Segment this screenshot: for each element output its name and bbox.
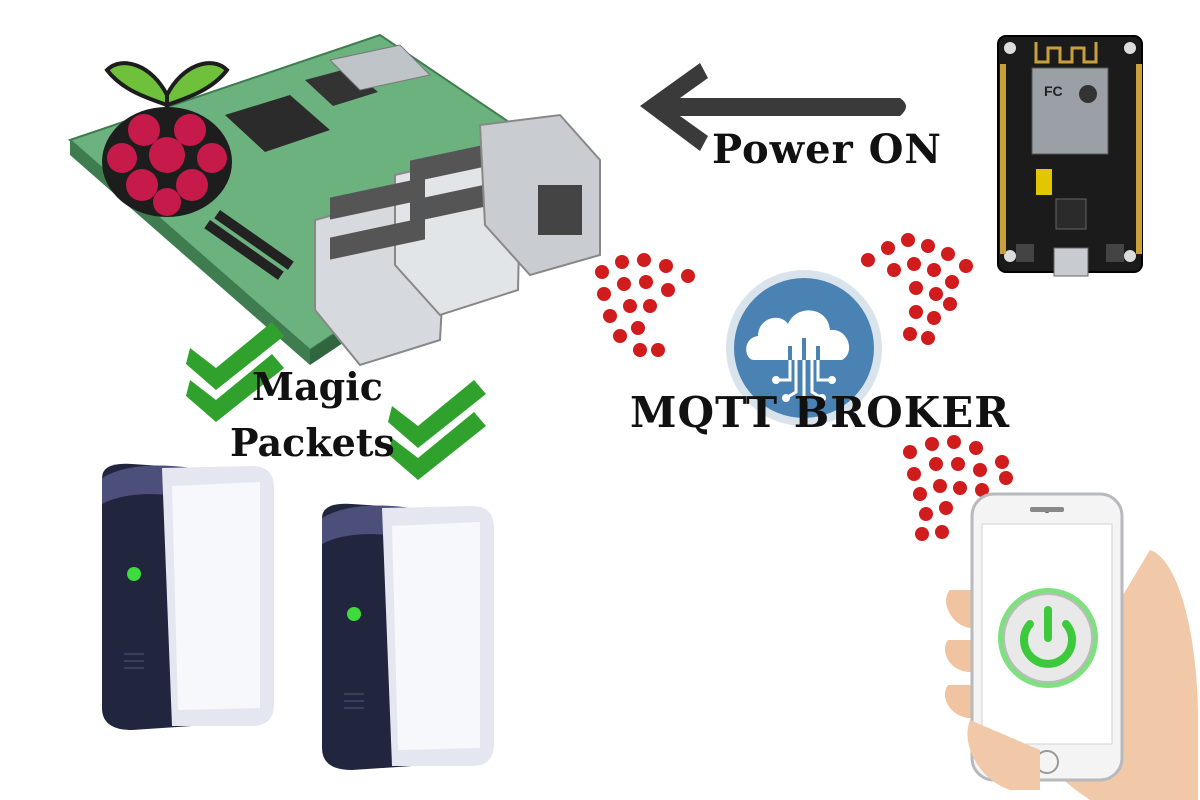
green-check-icon <box>186 322 284 422</box>
magic-packets-label-line1: Magic <box>252 364 383 409</box>
cloud-broker-icon <box>726 270 882 426</box>
wifi-signal-dots-icon <box>903 435 1013 541</box>
green-check-icon <box>388 380 486 480</box>
smartphone-hand-icon <box>944 492 1198 800</box>
svg-text:FC: FC <box>1044 83 1063 99</box>
server-tower-icon <box>322 503 494 770</box>
magic-packets-label-line2: Packets <box>230 420 395 465</box>
power-button-icon <box>998 588 1098 688</box>
nodemcu-esp8266-board-icon: FC <box>997 35 1143 277</box>
usb-ports <box>314 140 522 367</box>
wifi-signal-dots-icon <box>861 233 973 345</box>
raspberry-logo-icon <box>102 61 232 217</box>
wifi-signal-dots-icon <box>595 253 695 357</box>
left-arrow-icon <box>640 63 906 151</box>
server-tower-icon <box>102 463 274 730</box>
power-on-label: Power ON <box>712 126 942 173</box>
mqtt-broker-label: MQTT BROKER <box>630 388 1011 437</box>
